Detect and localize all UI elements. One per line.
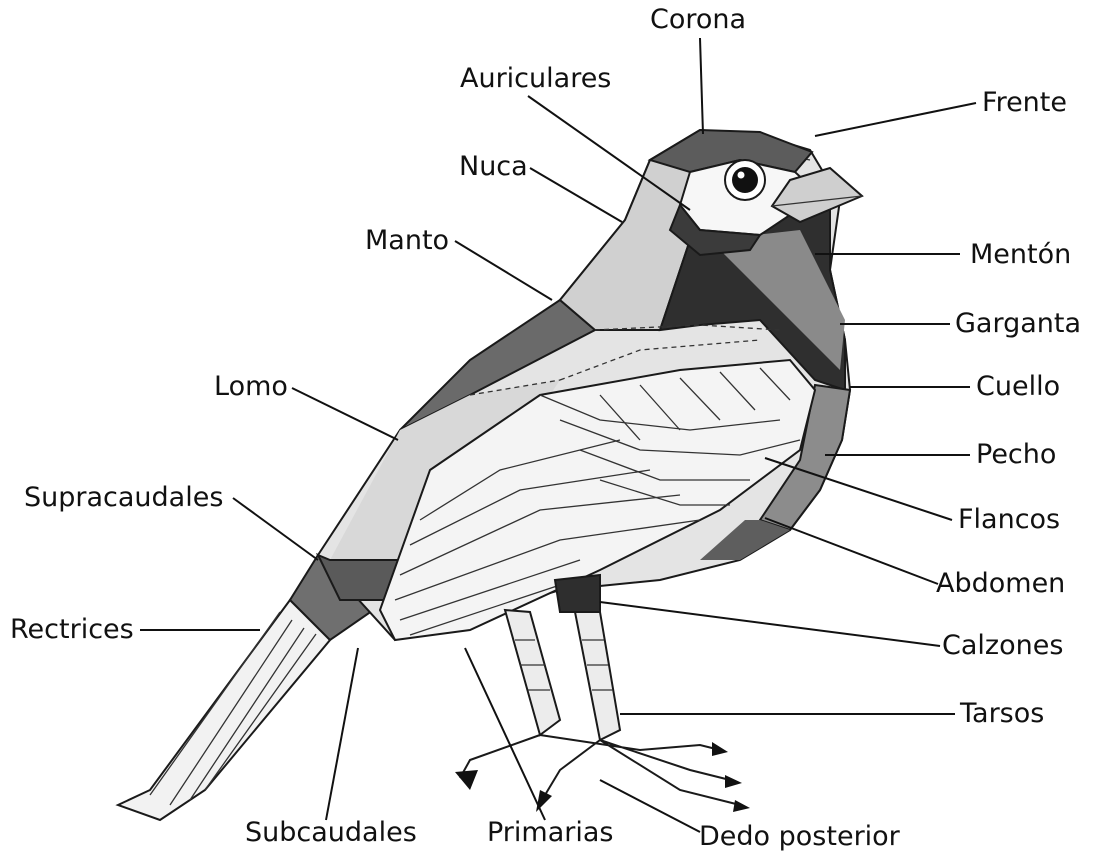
label-abdomen: Abdomen xyxy=(936,569,1065,599)
label-frente: Frente xyxy=(982,88,1067,118)
label-dedo-posterior: Dedo posterior xyxy=(699,822,900,852)
label-menton: Mentón xyxy=(970,240,1071,270)
label-lomo: Lomo xyxy=(214,372,288,402)
label-supracaudales: Supracaudales xyxy=(24,483,223,513)
label-nuca: Nuca xyxy=(459,152,528,182)
label-primarias: Primarias xyxy=(487,818,613,848)
label-manto: Manto xyxy=(365,226,449,256)
label-flancos: Flancos xyxy=(958,505,1060,535)
label-auriculares: Auriculares xyxy=(460,64,611,94)
label-calzones: Calzones xyxy=(942,631,1063,661)
label-pecho: Pecho xyxy=(976,440,1056,470)
label-corona: Corona xyxy=(650,5,746,35)
label-rectrices: Rectrices xyxy=(10,615,134,645)
label-tarsos: Tarsos xyxy=(960,699,1044,729)
label-garganta: Garganta xyxy=(955,309,1081,339)
label-subcaudales: Subcaudales xyxy=(245,818,417,848)
label-cuello: Cuello xyxy=(976,372,1060,402)
